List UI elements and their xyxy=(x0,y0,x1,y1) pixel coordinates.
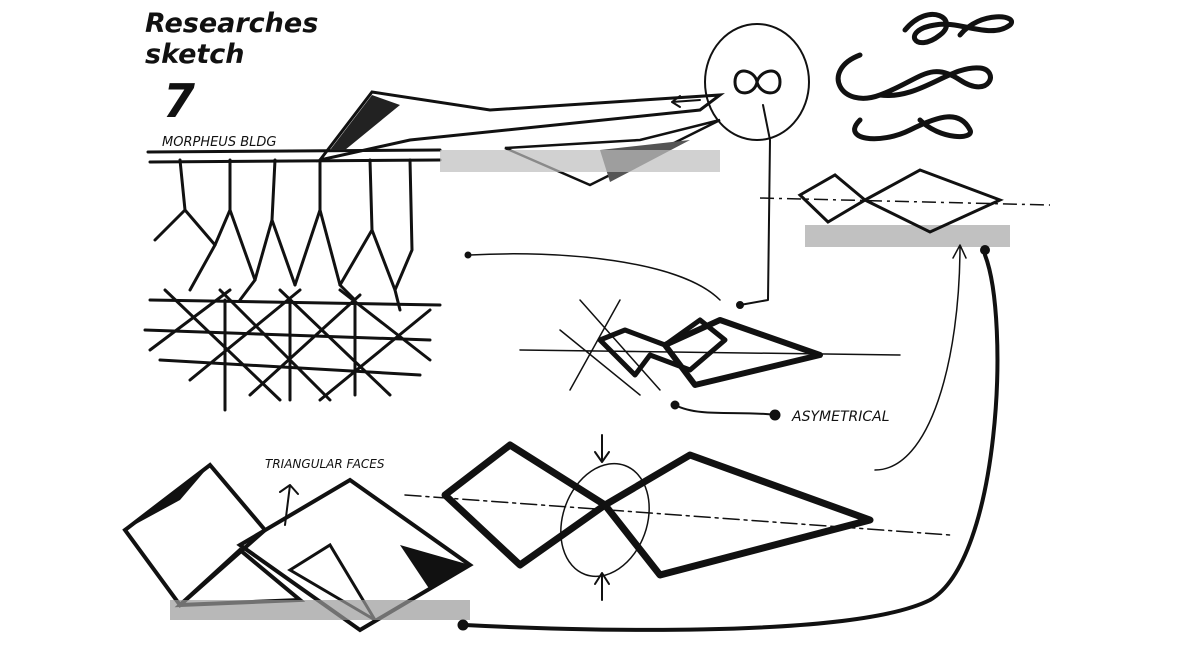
infinity-circle xyxy=(671,23,810,309)
small-diamond-model xyxy=(759,168,1051,255)
triangular-faces-model xyxy=(122,462,474,633)
building-lattice xyxy=(143,148,442,412)
sketch-number: 7 xyxy=(163,74,195,128)
title-line-1: Researches xyxy=(145,8,318,39)
label-triangular-faces: TRIANGULAR FACES xyxy=(265,457,385,471)
label-morpheus-bldg: MORPHEUS BLDG xyxy=(162,135,276,150)
label-asymmetrical: ASYMETRICAL xyxy=(791,409,890,425)
double-diamond-model xyxy=(404,434,951,601)
connector-arrows xyxy=(457,244,1000,632)
roof-canopy xyxy=(316,90,725,187)
middle-diamond-plan xyxy=(464,251,901,421)
infinity-studies xyxy=(835,11,1015,142)
title-line-2: sketch xyxy=(145,39,245,70)
